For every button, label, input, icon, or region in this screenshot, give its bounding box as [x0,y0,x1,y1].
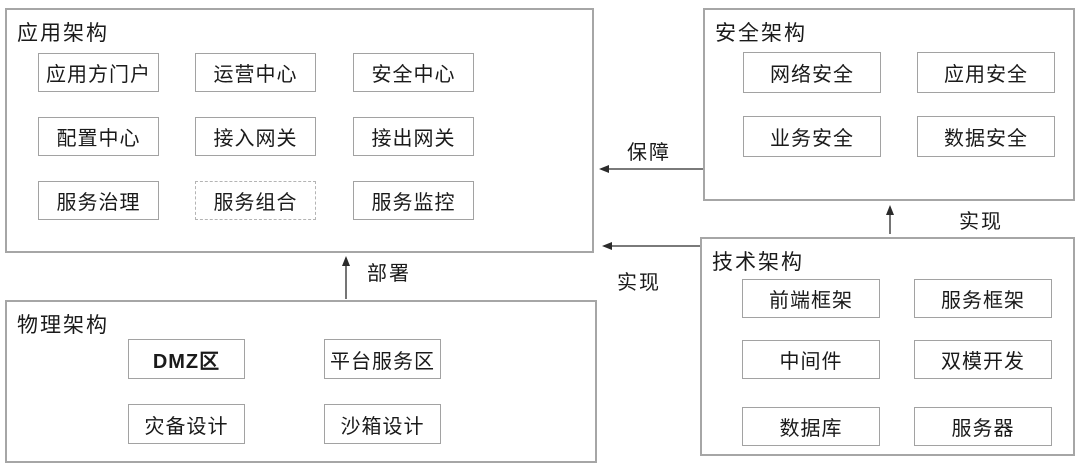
node-service-monitoring: 服务监控 [353,181,474,220]
node-inbound-gateway: 接入网关 [195,117,316,156]
node-app-portal: 应用方门户 [38,53,159,92]
group-title-technology-architecture: 技术架构 [712,251,804,274]
group-application-architecture: 应用架构 应用方门户 运营中心 安全中心 配置中心 接入网关 接出网关 服务治理… [5,8,594,253]
group-physical-architecture: 物理架构 DMZ区 平台服务区 灾备设计 沙箱设计 [5,300,597,463]
node-service-composition: 服务组合 [195,181,316,220]
node-app-security: 应用安全 [917,52,1055,93]
node-platform-service-zone: 平台服务区 [324,339,441,379]
node-outbound-gateway: 接出网关 [353,117,474,156]
node-sandbox-design: 沙箱设计 [324,404,441,444]
node-security-center: 安全中心 [353,53,474,92]
node-service-framework: 服务框架 [914,279,1052,318]
group-security-architecture: 安全架构 网络安全 应用安全 业务安全 数据安全 [703,8,1075,201]
node-network-security: 网络安全 [743,52,881,93]
node-config-center: 配置中心 [38,117,159,156]
node-dmz-zone: DMZ区 [128,339,245,379]
arrow-label-guarantee: 保障 [627,142,671,164]
node-frontend-framework: 前端框架 [742,279,880,318]
arrow-label-deploy: 部署 [367,263,411,285]
node-operation-center: 运营中心 [195,53,316,92]
node-database: 数据库 [742,407,880,446]
group-technology-architecture: 技术架构 前端框架 服务框架 中间件 双模开发 数据库 服务器 [700,237,1075,456]
arrow-label-realize-application: 实现 [617,272,661,294]
node-server: 服务器 [914,407,1052,446]
node-dual-mode-dev: 双模开发 [914,340,1052,379]
arrow-label-realize-security: 实现 [959,211,1003,233]
node-business-security: 业务安全 [743,116,881,157]
node-service-governance: 服务治理 [38,181,159,220]
group-title-application-architecture: 应用架构 [17,22,109,45]
node-middleware: 中间件 [742,340,880,379]
node-disaster-recovery-design: 灾备设计 [128,404,245,444]
group-title-physical-architecture: 物理架构 [17,314,109,337]
group-title-security-architecture: 安全架构 [715,22,807,45]
node-data-security: 数据安全 [917,116,1055,157]
